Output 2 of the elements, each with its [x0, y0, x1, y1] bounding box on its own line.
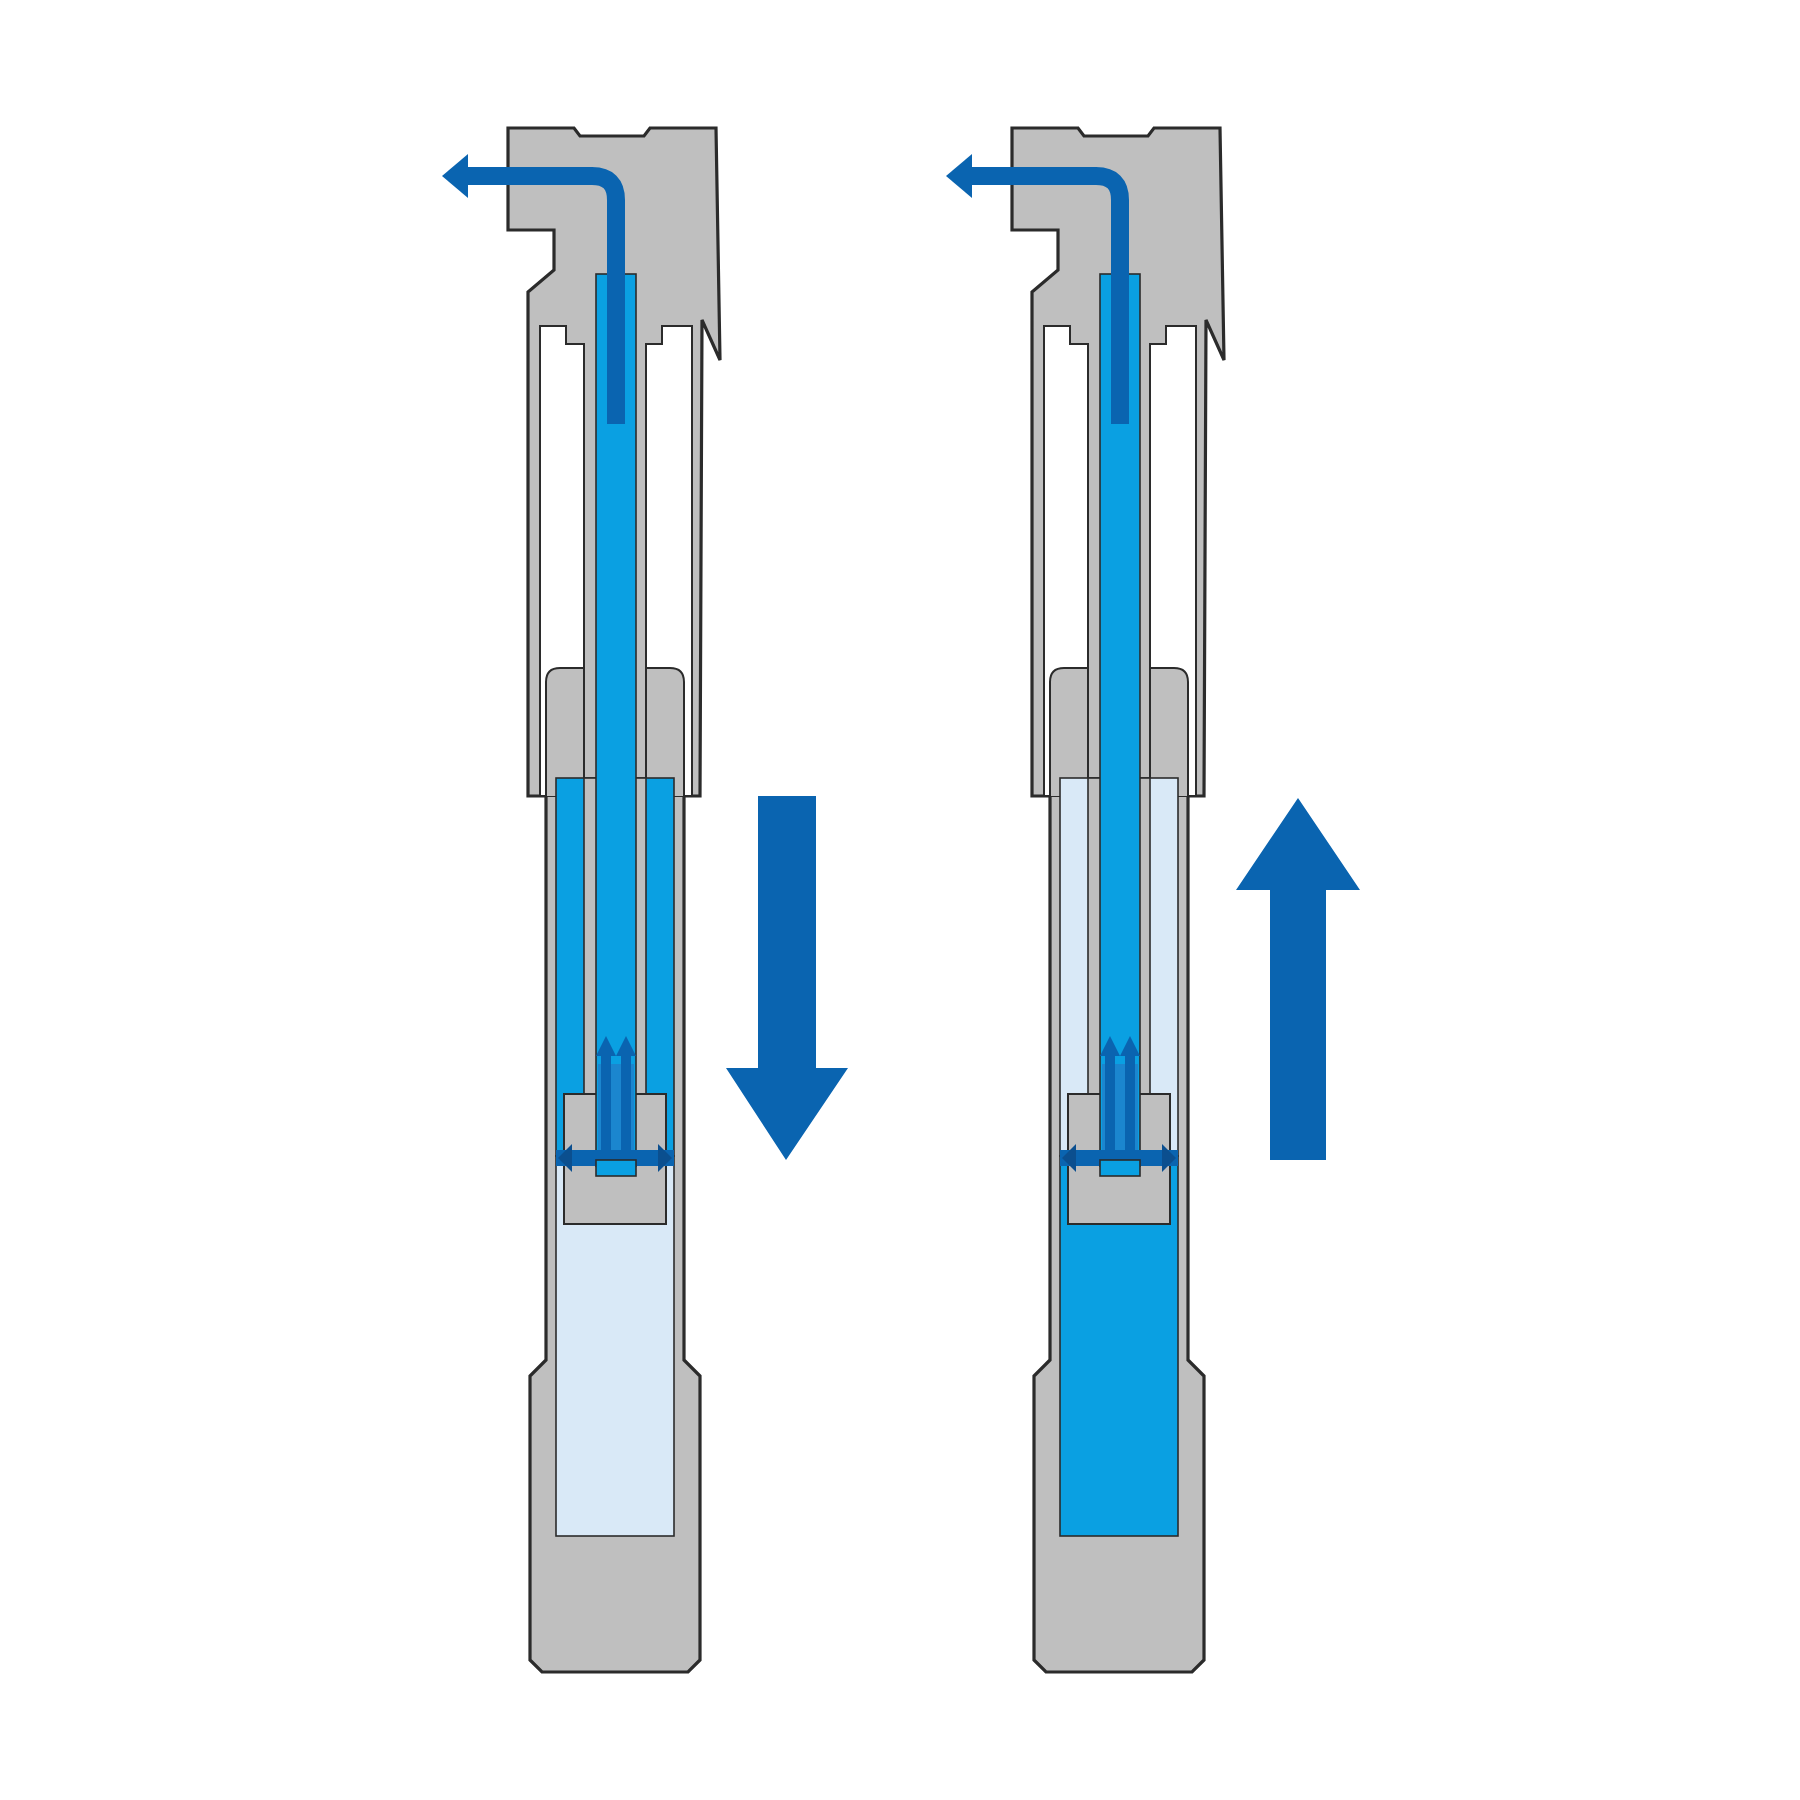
pump-cross-section	[946, 126, 1226, 1674]
pump-cross-section	[442, 126, 722, 1674]
